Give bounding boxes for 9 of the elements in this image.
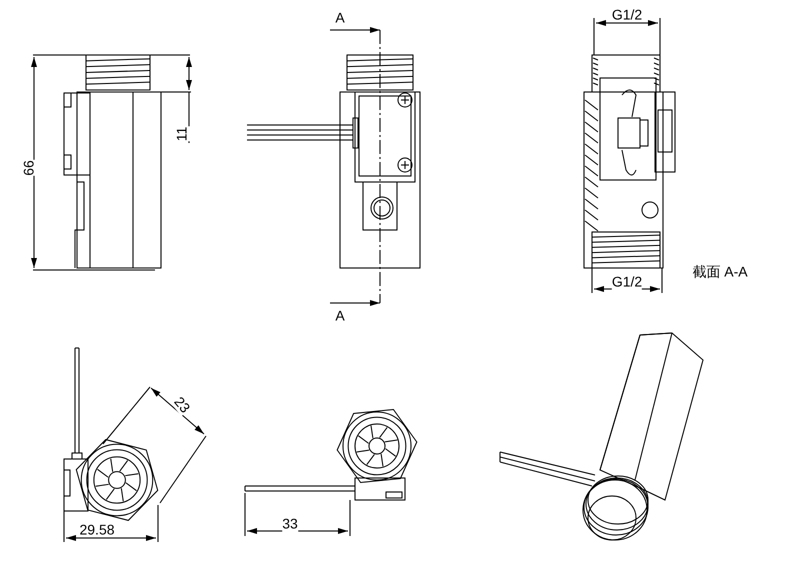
dimension-label: 33 — [282, 516, 298, 532]
dimension-label: 11 — [174, 126, 190, 142]
section-label: A — [335, 308, 345, 324]
dimension-label: G1/2 — [612, 8, 642, 22]
section-label: A — [335, 10, 345, 26]
dimension-label: 29.58 — [79, 522, 115, 538]
section-title: 截面 A-A — [692, 264, 748, 280]
dimension-label: 66 — [22, 160, 36, 176]
dimension-label: G1/2 — [612, 274, 642, 290]
